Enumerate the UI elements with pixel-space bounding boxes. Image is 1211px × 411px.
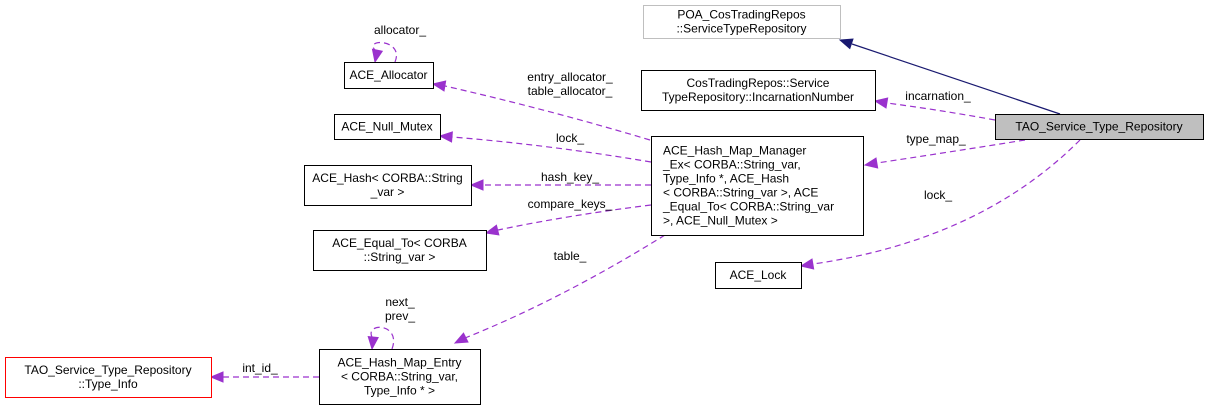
class-node-manager[interactable]: ACE_Hash_Map_Manager_Ex< CORBA::String_v… bbox=[651, 136, 864, 236]
node-label-line: ::String_var > bbox=[364, 250, 436, 264]
edge-lock: lock_ bbox=[799, 139, 1081, 270]
arrowhead-icon bbox=[371, 48, 384, 64]
node-label-line: ACE_Hash< CORBA::String bbox=[312, 171, 462, 185]
edge-allocself: allocator_ bbox=[371, 23, 426, 64]
arrowhead-icon bbox=[873, 97, 889, 109]
node-label-line: TypeRepository::IncarnationNumber bbox=[662, 90, 854, 104]
node-box bbox=[715, 262, 802, 289]
class-node-allocator[interactable]: ACE_Allocator bbox=[344, 62, 434, 89]
edge-entryself: next_prev_ bbox=[367, 295, 415, 351]
edge-mutex: lock_ bbox=[438, 131, 652, 163]
node-box bbox=[344, 62, 434, 89]
node-label-line: _Ex< CORBA::String_var, bbox=[662, 158, 801, 172]
edge-label: table_allocator_ bbox=[528, 84, 613, 98]
class-node-typeinfo[interactable]: TAO_Service_Type_Repository::Type_Info bbox=[5, 357, 212, 398]
node-box bbox=[319, 349, 481, 405]
node-label-line: ::ServiceTypeRepository bbox=[676, 22, 806, 36]
edge-hash: hash_key_ bbox=[469, 170, 651, 191]
node-box bbox=[304, 165, 472, 206]
node-label-line: ACE_Equal_To< CORBA bbox=[332, 236, 466, 250]
class-node-hash[interactable]: ACE_Hash< CORBA::String_var > bbox=[304, 165, 472, 206]
class-node-equal[interactable]: ACE_Equal_To< CORBA::String_var > bbox=[313, 230, 487, 271]
node-label-line: TAO_Service_Type_Repository bbox=[24, 363, 191, 377]
node-label-line: Type_Info * > bbox=[364, 384, 435, 398]
class-node-nullmutex[interactable]: ACE_Null_Mutex bbox=[334, 114, 441, 140]
node-box bbox=[643, 5, 841, 39]
class-node-main[interactable]: TAO_Service_Type_Repository bbox=[995, 114, 1204, 140]
edge-line bbox=[370, 326, 395, 350]
node-label-line: ::Type_Info bbox=[78, 377, 138, 391]
arrowhead-icon bbox=[484, 224, 500, 236]
node-box bbox=[334, 114, 441, 140]
node-label-line: ACE_Lock bbox=[730, 268, 788, 282]
edge-line bbox=[444, 85, 651, 141]
node-box bbox=[5, 357, 212, 398]
node-label-line: _var > bbox=[370, 185, 405, 199]
edge-label: allocator_ bbox=[374, 23, 426, 37]
node-label-line: ACE_Hash_Map_Manager bbox=[663, 144, 806, 158]
node-label-line: >, ACE_Null_Mutex > bbox=[663, 214, 778, 228]
node-label-line: ACE_Hash_Map_Entry bbox=[337, 356, 461, 370]
node-label-line: TAO_Service_Type_Repository bbox=[1015, 120, 1182, 134]
node-box bbox=[651, 136, 864, 236]
arrowhead-icon bbox=[863, 157, 879, 169]
edge-label: lock_ bbox=[556, 131, 584, 145]
node-box bbox=[995, 114, 1204, 140]
edge-incarn: incarnation_ bbox=[873, 89, 996, 121]
edge-label: compare_keys_ bbox=[528, 197, 613, 211]
edge-line bbox=[876, 139, 1026, 164]
edge-label: type_map_ bbox=[906, 132, 966, 146]
edge-line bbox=[464, 234, 666, 339]
arrowhead-icon bbox=[453, 332, 469, 344]
edge-line bbox=[812, 139, 1081, 265]
arrowhead-icon bbox=[367, 335, 379, 351]
edge-poa bbox=[838, 38, 1061, 115]
class-node-entry[interactable]: ACE_Hash_Map_Entry< CORBA::String_var,Ty… bbox=[319, 349, 481, 405]
arrowhead-icon bbox=[438, 131, 453, 143]
node-label-line: CosTradingRepos::Service bbox=[687, 76, 830, 90]
node-label-line: < CORBA::String_var, bbox=[341, 370, 458, 384]
edge-line bbox=[451, 136, 652, 163]
node-label-line: _Equal_To< CORBA::String_var bbox=[662, 200, 834, 214]
arrowhead-icon bbox=[209, 371, 224, 383]
node-label-line: POA_CosTradingRepos bbox=[677, 8, 805, 22]
edge-label: hash_key_ bbox=[541, 170, 599, 184]
edge-alloc: entry_allocator_table_allocator_ bbox=[431, 70, 651, 141]
arrowhead-icon bbox=[799, 258, 815, 270]
edge-table: table_ bbox=[453, 234, 666, 344]
arrowhead-icon bbox=[431, 80, 447, 92]
edge-equal: compare_keys_ bbox=[484, 197, 652, 236]
node-label-line: Type_Info *, ACE_Hash bbox=[663, 172, 789, 186]
node-box bbox=[641, 70, 876, 111]
arrowhead-icon bbox=[469, 179, 484, 191]
edge-line bbox=[886, 102, 996, 121]
edge-label: prev_ bbox=[385, 309, 415, 323]
arrowhead-icon bbox=[838, 38, 854, 50]
node-label-line: < CORBA::String_var >, ACE bbox=[663, 186, 818, 200]
class-node-lock[interactable]: ACE_Lock bbox=[715, 262, 802, 289]
class-node-incarn[interactable]: CosTradingRepos::ServiceTypeRepository::… bbox=[641, 70, 876, 111]
node-label-line: ACE_Allocator bbox=[349, 68, 427, 82]
class-node-poa[interactable]: POA_CosTradingRepos::ServiceTypeReposito… bbox=[643, 5, 841, 39]
edge-typemap: type_map_ bbox=[863, 132, 1026, 169]
edge-label: next_ bbox=[385, 295, 415, 309]
node-box bbox=[313, 230, 487, 271]
node-label-line: ACE_Null_Mutex bbox=[341, 120, 432, 134]
edge-intid: int_id_ bbox=[209, 361, 319, 383]
edge-line bbox=[851, 43, 1061, 115]
edge-line bbox=[372, 41, 398, 63]
edge-label: int_id_ bbox=[242, 361, 278, 375]
edge-label: incarnation_ bbox=[905, 89, 971, 103]
edge-label: entry_allocator_ bbox=[527, 70, 613, 84]
edge-label: lock_ bbox=[924, 188, 952, 202]
edge-label: table_ bbox=[554, 249, 587, 263]
